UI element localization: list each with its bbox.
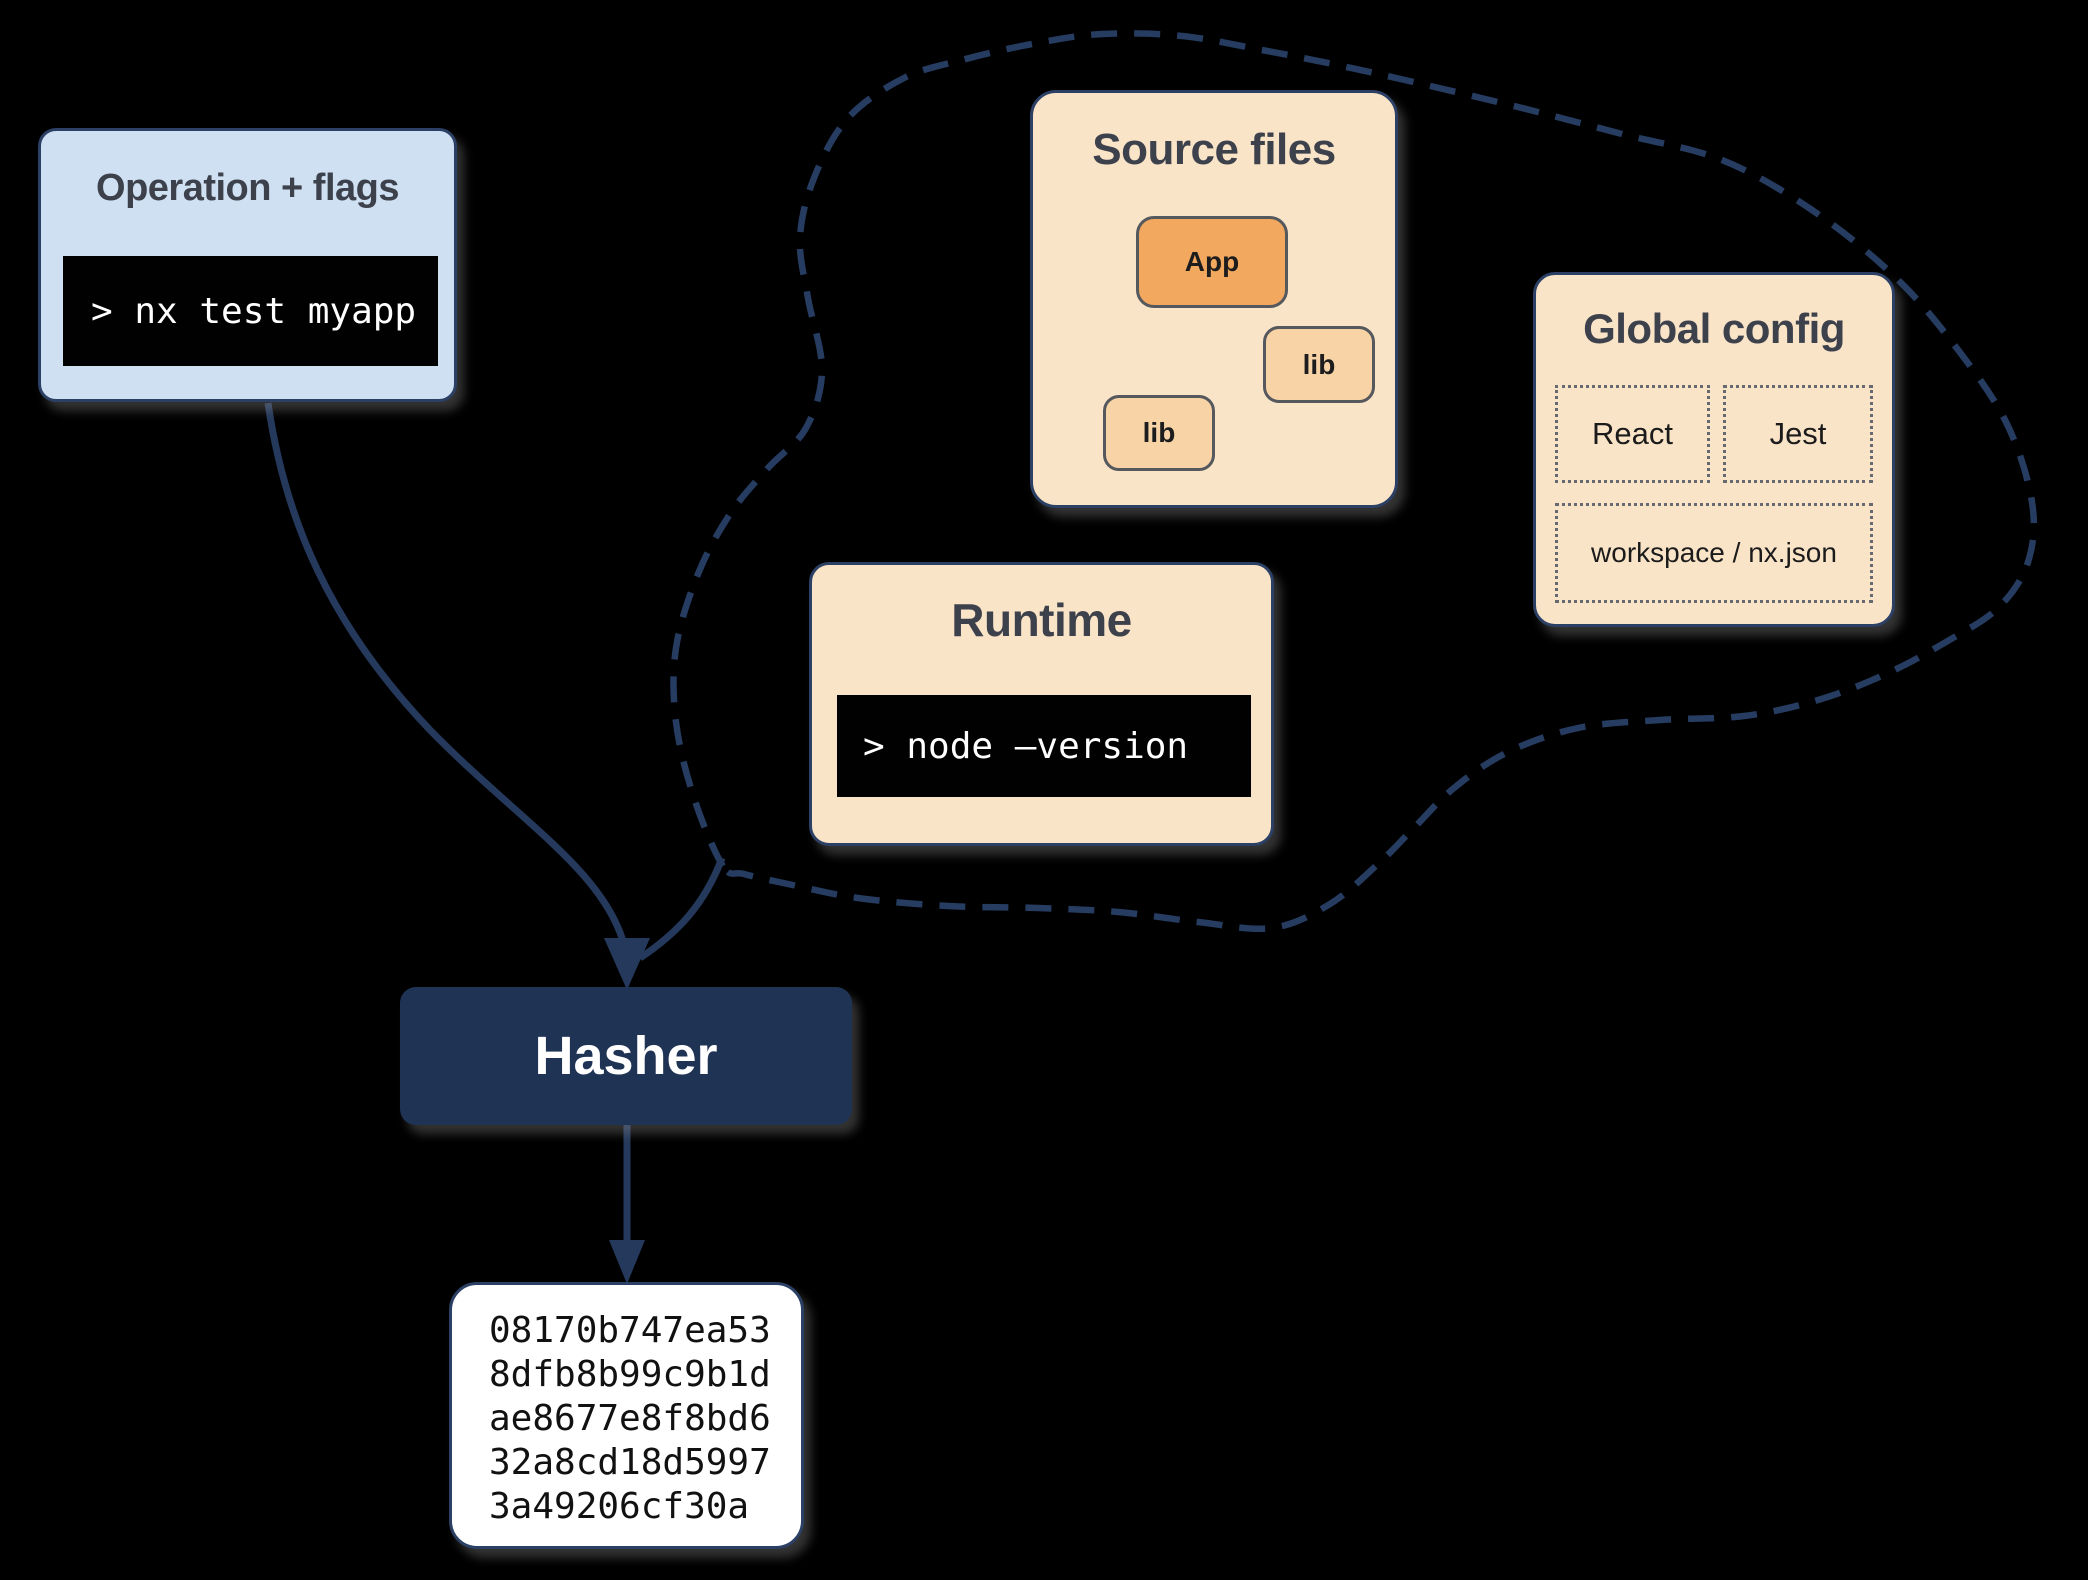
config-item-workspace: workspace / nx.json [1555, 503, 1873, 603]
inputs-cloud-outline [670, 30, 2038, 933]
arrow-cloud-to-hasher [638, 856, 726, 961]
operation-flags-box: Operation + flags > nx test myapp [38, 128, 457, 402]
hasher-box: Hasher [400, 987, 852, 1125]
operation-flags-title: Operation + flags [96, 167, 399, 209]
arrowhead-into-hash [609, 1240, 645, 1284]
hash-line: 32a8cd18d5997 [489, 1442, 771, 1483]
runtime-title: Runtime [951, 594, 1132, 646]
runtime-command: > node –version [863, 725, 1189, 767]
global-config-box: Global config React Jest workspace / nx.… [1533, 272, 1895, 627]
config-item-workspace-label: workspace / nx.json [1591, 537, 1837, 568]
arrow-operation-to-hasher [264, 402, 629, 949]
runtime-box: Runtime > node –version [809, 562, 1274, 846]
app-node: App [1136, 216, 1288, 308]
hash-line: 8dfb8b99c9b1d [489, 1354, 771, 1395]
lib-node-left: lib [1103, 395, 1215, 471]
operation-terminal: > nx test myapp [63, 256, 438, 366]
operation-command: > nx test myapp [91, 290, 417, 332]
lib-node-right-label: lib [1302, 348, 1336, 380]
source-files-title: Source files [1092, 125, 1336, 174]
source-files-box: Source files App lib lib [1030, 90, 1398, 508]
lib-node-left-label: lib [1142, 417, 1176, 448]
runtime-terminal: > node –version [837, 695, 1251, 797]
hash-output-box: 08170b747ea53 8dfb8b99c9b1d ae8677e8f8bd… [449, 1282, 804, 1549]
lib-node-right: lib [1263, 326, 1375, 403]
app-node-label: App [1184, 246, 1240, 277]
config-item-react-label: React [1592, 416, 1673, 451]
hash-line: 3a49206cf30a [489, 1486, 750, 1527]
config-item-jest: Jest [1723, 385, 1873, 483]
arrowhead-into-hasher [604, 938, 650, 990]
hasher-label: Hasher [534, 1026, 718, 1086]
hash-line: 08170b747ea53 [489, 1310, 771, 1351]
hash-line: ae8677e8f8bd6 [489, 1398, 771, 1439]
config-item-react: React [1555, 385, 1710, 483]
global-config-title: Global config [1583, 305, 1845, 352]
config-item-jest-label: Jest [1769, 416, 1827, 451]
